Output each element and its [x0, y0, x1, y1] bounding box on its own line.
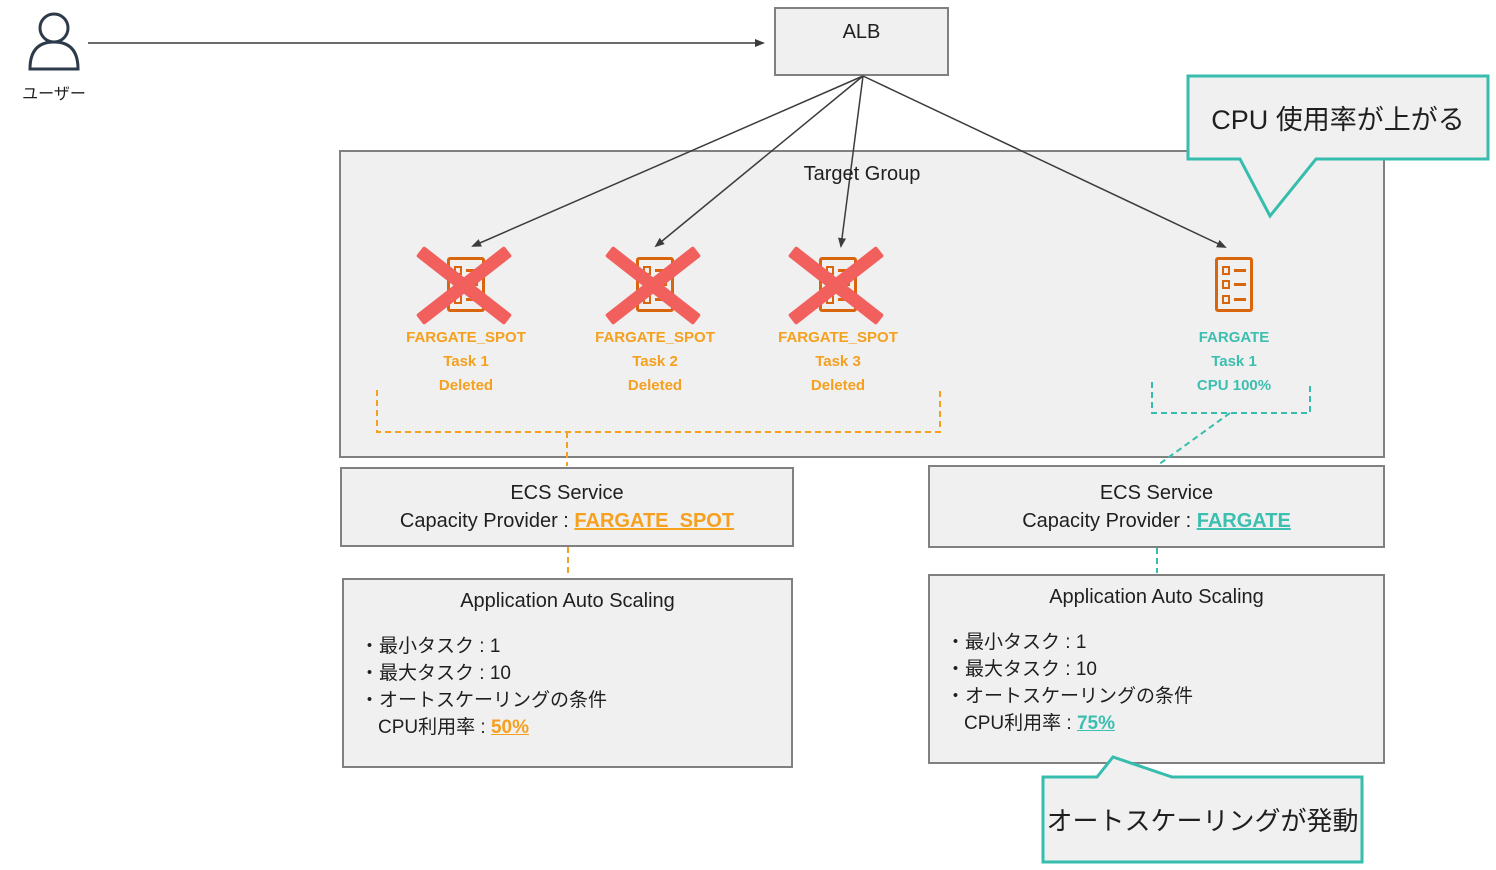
capacity-provider-label: Capacity Provider :: [399, 510, 575, 532]
task-number: Task 1: [443, 353, 489, 370]
task-icon-fargate: [1215, 257, 1253, 312]
task-icon-spot-1: [415, 245, 513, 326]
capacity-provider-label: Capacity Provider :: [1022, 509, 1197, 532]
task-labels-spot-1: FARGATE_SPOT Task 1 Deleted: [371, 326, 561, 398]
task-icon-spot-2: [604, 245, 702, 326]
ecs-service-title: ECS Service: [1099, 481, 1214, 504]
alb-label: ALB: [842, 21, 881, 43]
setting-max-tasks: ・最大タスク : 10: [946, 659, 1097, 680]
capacity-provider-name: FARGATE_SPOT: [595, 329, 715, 346]
task-number: Task 2: [632, 353, 678, 370]
capacity-provider-value: FARGATE_SPOT: [574, 510, 735, 532]
task-number: Task 3: [815, 353, 861, 370]
task-number: Task 1: [1211, 353, 1257, 370]
task-status: Deleted: [438, 377, 494, 394]
task-labels-spot-3: FARGATE_SPOT Task 3 Deleted: [743, 326, 933, 398]
task-labels-fargate: FARGATE Task 1 CPU 100%: [1139, 326, 1329, 398]
auto-scaling-settings: ・最小タスク : 1 ・最大タスク : 10 ・オートスケーリングの条件: [930, 629, 1383, 710]
auto-scaling-box-right: Application Auto Scaling ・最小タスク : 1 ・最大タ…: [928, 574, 1385, 764]
capacity-provider-name: FARGATE: [1198, 329, 1270, 346]
capacity-provider-value: FARGATE: [1196, 509, 1291, 532]
cpu-threshold-label: CPU利用率 :: [964, 713, 1077, 734]
callout-autoscaling-text: オートスケーリングが発動: [1046, 806, 1359, 836]
user-icon: [28, 12, 80, 71]
capacity-provider-line: Capacity Provider : FARGATE_SPOT: [400, 507, 734, 535]
setting-condition: ・オートスケーリングの条件: [360, 690, 608, 711]
task-icon-spot-3: [787, 245, 885, 326]
task-status: Deleted: [810, 377, 866, 394]
setting-max-tasks: ・最大タスク : 10: [360, 663, 511, 684]
ecs-service-box-fargate: ECS Service Capacity Provider : FARGATE: [928, 465, 1385, 548]
callout-cpu-rise-text: CPU 使用率が上がる: [1211, 105, 1465, 135]
cpu-threshold-line: CPU利用率 : 50%: [344, 714, 791, 741]
target-group-label: Target Group: [803, 163, 921, 185]
setting-condition: ・オートスケーリングの条件: [946, 686, 1194, 707]
auto-scaling-settings: ・最小タスク : 1 ・最大タスク : 10 ・オートスケーリングの条件: [344, 633, 791, 714]
ecs-task-icon: [1215, 257, 1253, 312]
auto-scaling-box-left: Application Auto Scaling ・最小タスク : 1 ・最大タ…: [342, 578, 793, 768]
auto-scaling-title: Application Auto Scaling: [1049, 586, 1264, 608]
capacity-provider-name: FARGATE_SPOT: [406, 329, 526, 346]
alb-box: ALB: [774, 7, 949, 76]
task-status: CPU 100%: [1196, 377, 1272, 394]
task-labels-spot-2: FARGATE_SPOT Task 2 Deleted: [560, 326, 750, 398]
auto-scaling-title: Application Auto Scaling: [460, 590, 675, 612]
ecs-task-icon: [819, 257, 857, 312]
setting-min-tasks: ・最小タスク : 1: [946, 632, 1087, 653]
ecs-task-icon: [447, 257, 485, 312]
user-label: ユーザー: [22, 86, 86, 103]
ecs-task-icon: [636, 257, 674, 312]
cpu-threshold-label: CPU利用率 :: [378, 717, 491, 738]
setting-min-tasks: ・最小タスク : 1: [360, 636, 501, 657]
cpu-threshold-value: 50%: [490, 717, 529, 738]
cpu-threshold-line: CPU利用率 : 75%: [930, 710, 1383, 737]
cpu-threshold-value: 75%: [1076, 713, 1115, 734]
ecs-service-title: ECS Service: [510, 482, 624, 504]
task-status: Deleted: [627, 377, 683, 394]
ecs-service-box-fargate-spot: ECS Service Capacity Provider : FARGATE_…: [340, 467, 794, 547]
capacity-provider-name: FARGATE_SPOT: [778, 329, 898, 346]
capacity-provider-line: Capacity Provider : FARGATE: [1022, 507, 1291, 535]
